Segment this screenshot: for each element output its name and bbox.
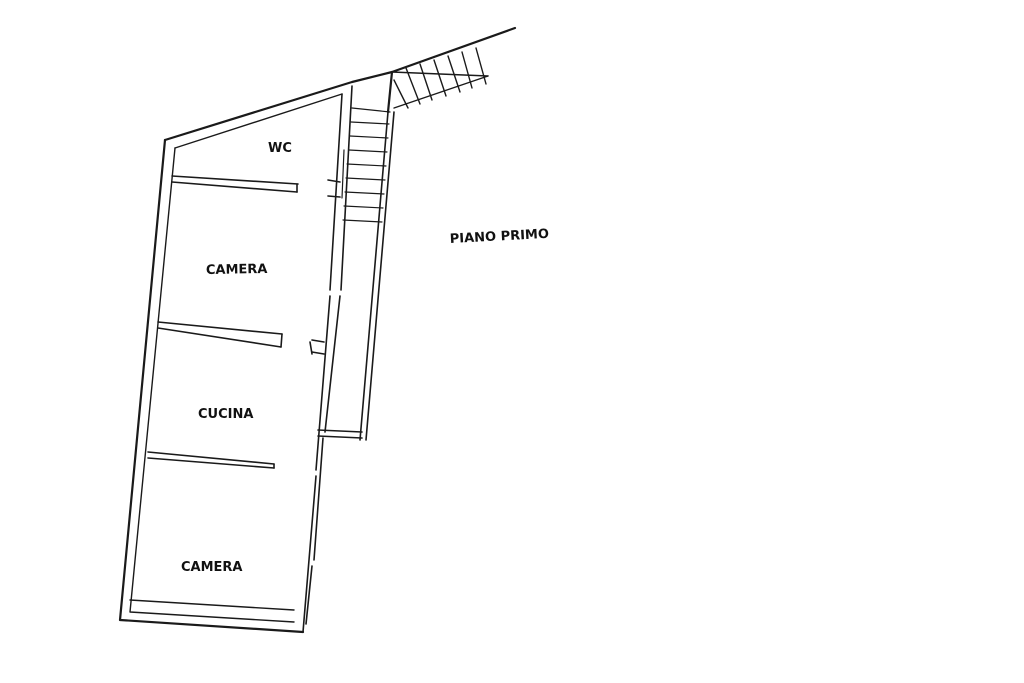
inner-wall: [129, 93, 343, 623]
stair-enclosure: [317, 111, 395, 441]
room-label-cucina: CUCINA: [198, 407, 253, 422]
stair-flight-lower: [341, 107, 391, 223]
east-wall: [302, 85, 353, 633]
stair-flight-upper: [391, 47, 489, 109]
partition-wall-camera-cucina: [157, 321, 283, 348]
room-label-camera-bottom: CAMERA: [181, 560, 243, 575]
room-label-wc: WC: [268, 141, 292, 156]
partition-wall-wc: [171, 175, 299, 193]
room-label-camera-top: CAMERA: [206, 262, 268, 278]
partition-wall-cucina-camera: [147, 451, 275, 469]
outer-wall: [118, 26, 517, 634]
floor-label: PIANO PRIMO: [449, 227, 549, 247]
